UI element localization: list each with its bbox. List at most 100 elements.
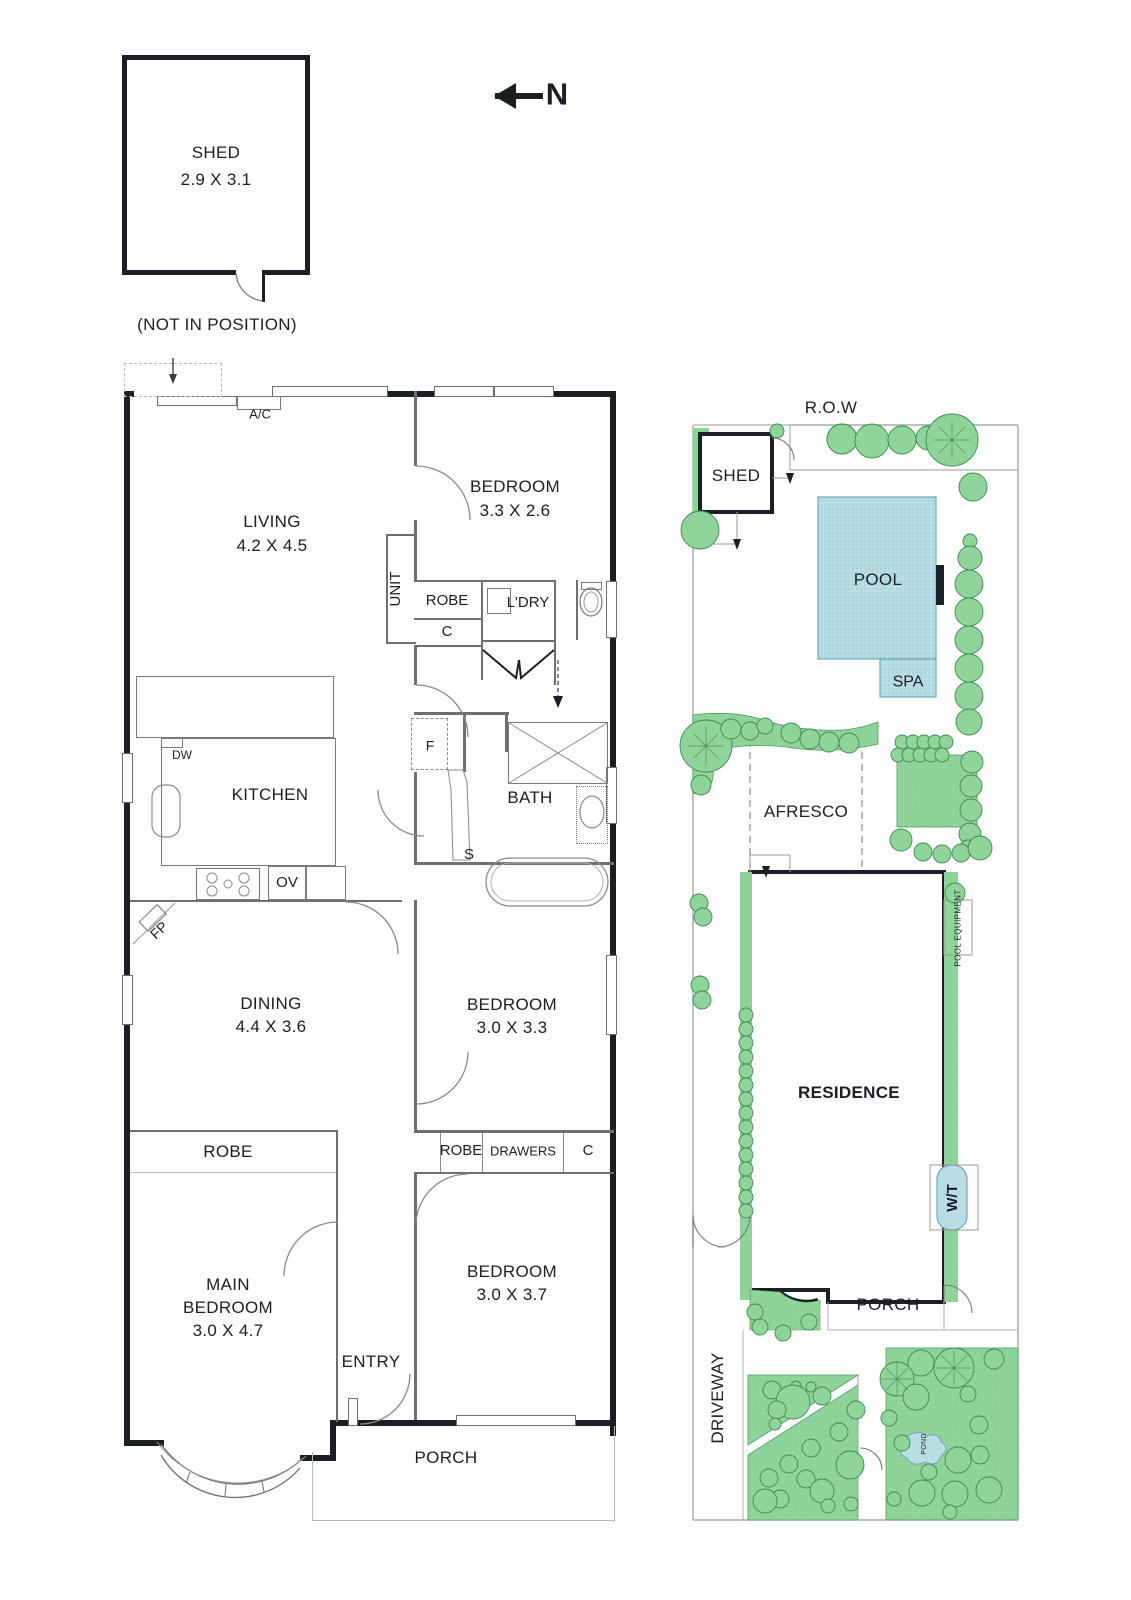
entry-door-panel — [348, 1398, 358, 1426]
main-bedroom-dims-label: 3.0 X 4.7 — [192, 1320, 264, 1340]
partition-unit-left — [386, 534, 388, 644]
porch-outline-right — [614, 1426, 615, 1522]
kitchen-bench-top — [136, 676, 334, 738]
robe-main-right — [336, 1130, 338, 1222]
oven-label: OV — [276, 874, 298, 892]
bedroom2-name-label: BEDROOM — [467, 994, 557, 1014]
shed-wall-left — [122, 55, 127, 275]
cupboard-bed4-label: C — [582, 1142, 594, 1160]
cooktop-box — [196, 868, 260, 900]
plan-wall-mainbed-step — [330, 1420, 336, 1460]
dining-name-label: DINING — [240, 993, 302, 1013]
vanity-unit — [576, 786, 608, 844]
partition-kitchen-dining — [130, 900, 346, 902]
laundry-label: L'DRY — [506, 594, 550, 612]
robe-upper-label: ROBE — [425, 592, 469, 610]
bedroom2-dims-label: 3.0 X 3.3 — [476, 1017, 548, 1037]
robe-main-bottom — [130, 1172, 338, 1173]
shed-wall-bottom-right — [265, 270, 310, 275]
pond-label: POND — [920, 1433, 928, 1455]
site-porch-label: PORCH — [856, 1294, 920, 1314]
ac-label: A/C — [249, 406, 271, 422]
partition-bath-wall — [505, 712, 508, 752]
plan-wall-mainbed-bay-right — [300, 1455, 336, 1461]
window-bath-right — [606, 767, 617, 824]
plan-wall-top-b — [388, 391, 450, 397]
window-bed1-top-a — [434, 386, 494, 397]
window-kitchen-left — [122, 753, 133, 803]
shed-wall-top — [122, 55, 310, 60]
plan-wall-left — [124, 391, 130, 1446]
partition-bath-left — [463, 712, 509, 715]
partition-robec-bottom — [414, 645, 482, 647]
pool-equipment-label: POOL EQUIPMENT — [953, 889, 963, 967]
bedroom1-dims-label: 3.3 X 2.6 — [479, 500, 551, 520]
stairs-label: S — [463, 846, 475, 864]
shed-name-label: SHED — [191, 142, 241, 162]
drawers-label: DRAWERS — [490, 1143, 556, 1159]
bedroom4-name-label: BEDROOM — [467, 1261, 557, 1281]
robe-bed4-label: ROBE — [439, 1142, 483, 1160]
dishwasher-label: DW — [172, 748, 192, 762]
bed4-cab-div3 — [563, 1133, 564, 1172]
bedroom4-dims-label: 3.0 X 3.7 — [476, 1284, 548, 1304]
kitchen-label: KITCHEN — [231, 784, 309, 804]
partition-hall-riser — [463, 712, 466, 772]
bath-label: BATH — [507, 787, 553, 807]
window-porch-front — [456, 1415, 576, 1426]
shed-door-jamb — [262, 270, 265, 302]
shower-box — [508, 722, 608, 784]
shed-note-label: (NOT IN POSITION) — [137, 314, 297, 334]
site-shed-label: SHED — [711, 465, 761, 485]
window-bed1-top-b — [494, 386, 554, 397]
partition-living-bed1 — [414, 391, 417, 466]
plan-wall-top-c — [554, 391, 616, 397]
spa-label: SPA — [892, 673, 924, 691]
cupboard-upper-label: C — [441, 623, 453, 641]
bed4-cab-top — [414, 1130, 614, 1132]
partition-ldry-left — [481, 580, 483, 680]
porch-outline-bottom — [312, 1520, 615, 1521]
laundry-trough — [487, 588, 511, 614]
bed4-cab-div2 — [482, 1133, 483, 1172]
north-label: N — [545, 76, 569, 112]
main-bedroom-name-line2: BEDROOM — [183, 1297, 273, 1317]
partition-entry-left — [336, 1222, 338, 1422]
bed4-cab-div1 — [440, 1133, 441, 1172]
partition-unit-bottom — [386, 642, 416, 644]
shed-wall-right — [305, 55, 310, 275]
bed4-cab-bottom — [414, 1172, 614, 1174]
partition-hall-left — [414, 645, 417, 685]
living-dims-label: 4.2 X 4.5 — [236, 535, 308, 555]
window-dining-left — [122, 975, 133, 1025]
row-label: R.O.W — [804, 397, 858, 417]
partition-dining-bed3 — [414, 900, 417, 1132]
partition-ldry-right — [554, 580, 556, 685]
partition-robe-c — [414, 618, 482, 620]
water-tank-label: W/T — [944, 1184, 962, 1212]
window-ldry-right — [606, 581, 617, 638]
partition-kitchen-dining-b — [346, 900, 402, 902]
window-living-top — [272, 386, 388, 397]
afresco-label: AFRESCO — [763, 801, 849, 821]
plan-wall-bottom-porchside — [396, 1420, 456, 1426]
partition-ldry-mid — [481, 640, 556, 642]
fridge-label: F — [425, 737, 435, 754]
plan-wall-right — [610, 391, 616, 1436]
dining-dims-label: 4.4 X 3.6 — [235, 1016, 307, 1036]
plan-wall-mainbed-bay-left — [124, 1440, 164, 1446]
plan-wall-top-a — [124, 391, 134, 397]
plan-wall-bottom-right — [556, 1420, 616, 1426]
partition-toilet-left — [576, 580, 578, 640]
pool-label: POOL — [853, 569, 903, 589]
cabinet-box-right — [306, 866, 346, 900]
partition-living-bed1-b — [414, 520, 417, 580]
porch-label: PORCH — [414, 1447, 478, 1467]
driveway-label: DRIVEWAY — [707, 1352, 727, 1444]
porch-outline-left — [312, 1452, 313, 1521]
residence-label: RESIDENCE — [798, 1082, 900, 1102]
shed-wall-bottom-left — [122, 270, 236, 275]
partition-bed1-bottom — [414, 580, 556, 582]
